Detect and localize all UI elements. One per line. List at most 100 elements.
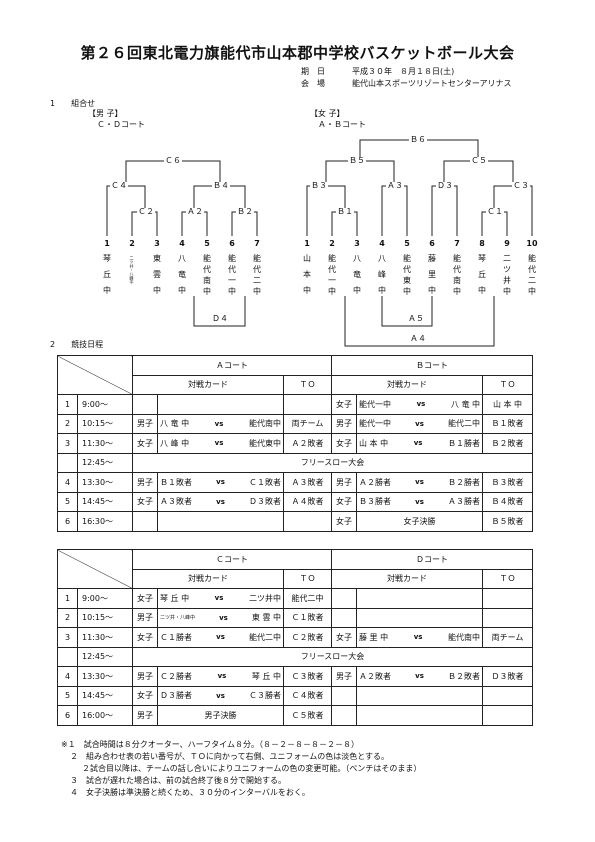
team-b: 能代二中: [448, 419, 480, 429]
team-b: 琴 丘 中: [251, 671, 281, 681]
note-2: ２ 組み合わせ表の若い番号が、ＴＯに向かって右側、ユニフォームの色は淡色とする。: [70, 752, 389, 761]
free-throw-event: フリースロー大会: [131, 452, 534, 473]
vs-label: vs: [415, 478, 424, 487]
empty-cell: [356, 705, 484, 726]
team-b: 二ツ井中: [248, 593, 281, 603]
girls-team-name: 八峰中: [378, 254, 386, 295]
team-a: Ｄ３勝者: [160, 691, 192, 701]
girls-line-a3: [381, 185, 408, 236]
gender-cell: 男子: [132, 705, 158, 726]
gender-cell: 男子: [132, 413, 158, 434]
gender-cell: 女子: [132, 433, 158, 454]
girls-label: 【女 子】: [310, 109, 345, 118]
girls-match-b6: Ｂ６: [409, 135, 427, 144]
header-corner: [57, 549, 133, 589]
card-header: 対戦カード: [132, 374, 284, 395]
final-match: 女子決勝: [356, 511, 484, 532]
boys-team-number: 4: [179, 239, 185, 248]
to-header: ＴＯ: [282, 568, 333, 589]
gender-cell: 男子: [331, 666, 358, 687]
vs-label: vs: [413, 439, 423, 448]
court-header: Ｃコート: [131, 549, 333, 570]
boys-team-name: 東雲中: [153, 254, 161, 295]
to-header: ＴＯ: [482, 374, 534, 395]
game-time: 11:30〜: [77, 627, 133, 648]
boys-match-b4: Ｂ４: [212, 181, 230, 190]
free-throw-event: フリースロー大会: [131, 646, 534, 667]
game-number: 5: [57, 491, 78, 512]
to-header: ＴＯ: [282, 374, 333, 395]
to-cell: 能代二中: [282, 588, 333, 609]
team-a: Ａ３敗者: [160, 497, 192, 507]
boys-team-name: 能代南中: [203, 254, 211, 296]
empty-cell: [356, 607, 484, 628]
girls-match-a4: Ａ４: [410, 334, 426, 343]
girls-team-name: 二ツ井中: [503, 254, 511, 296]
girls-team-number: 6: [429, 239, 435, 248]
game-number: 4: [57, 472, 78, 493]
to-cell: 山 本 中: [482, 394, 534, 415]
game-time: 11:30〜: [77, 433, 133, 454]
game-time: 9:00〜: [77, 394, 133, 415]
team-b: Ｄ３敗者: [248, 497, 281, 507]
game-number: 4: [57, 666, 78, 687]
vs-label: vs: [416, 400, 426, 409]
boys-match-c4: Ｃ４: [110, 181, 128, 190]
to-cell: 両チーム: [282, 413, 333, 434]
game-time: 10:15〜: [77, 607, 133, 628]
gender-cell: 男子: [331, 472, 358, 493]
empty-cell: [482, 607, 534, 628]
boys-team-name: 能代二中: [253, 254, 261, 296]
section-2-heading: 2 競技日程: [50, 340, 104, 349]
team-b: Ａ３勝者: [448, 497, 480, 507]
gender-cell: 女子: [331, 394, 358, 415]
vs-label: vs: [415, 672, 424, 681]
game-number: 5: [57, 685, 78, 706]
game-time: 13:30〜: [77, 666, 133, 687]
gender-cell: 女子: [132, 588, 158, 609]
venue-value: 能代山本スポーツリゾートセンターアリナス: [352, 79, 512, 88]
team-a: Ａ２敗者: [359, 671, 392, 681]
girls-team-name: 能代南中: [453, 254, 461, 296]
boys-match-a2: Ａ２: [186, 207, 204, 216]
vs-label: vs: [214, 419, 224, 428]
game-number: 3: [57, 433, 78, 454]
empty-cell: [356, 588, 484, 609]
team-b: Ｃ１敗者: [248, 477, 281, 487]
team-a: Ａ２勝者: [359, 477, 392, 487]
team-b: 八 竜 中: [450, 399, 480, 409]
team-a: 山 本 中: [359, 438, 389, 448]
boys-court: Ｃ・Ｄコート: [97, 120, 145, 129]
to-cell: Ｂ３敗者: [482, 472, 534, 493]
boys-team-name: 八竜中: [178, 254, 186, 295]
girls-team-name: 八竜中: [353, 254, 361, 295]
empty-cell: [132, 511, 158, 532]
game-time: 14:45〜: [77, 491, 133, 512]
court-header: Ｂコート: [331, 355, 534, 376]
date-value: 平成３０年 ８月１８日(土): [352, 67, 455, 76]
note-2b: ２試合目以降は、チームの話し合いによりユニフォームの色の変更可能。（ベンチはその…: [82, 764, 422, 773]
boys-label: 【男 子】: [88, 109, 123, 118]
vs-label: vs: [415, 497, 424, 506]
game-number: 1: [57, 394, 78, 415]
to-cell: Ｂ１敗者: [482, 413, 534, 434]
to-cell: 両チーム: [482, 627, 534, 648]
gender-cell: 男子: [331, 413, 358, 434]
gender-cell: 女子: [331, 511, 358, 532]
girls-team-name: 能代東中: [403, 254, 411, 296]
gender-cell: 女子: [132, 491, 158, 512]
girls-match-b1: Ｂ１: [336, 207, 354, 216]
team-a: 八 竜 中: [160, 419, 190, 429]
